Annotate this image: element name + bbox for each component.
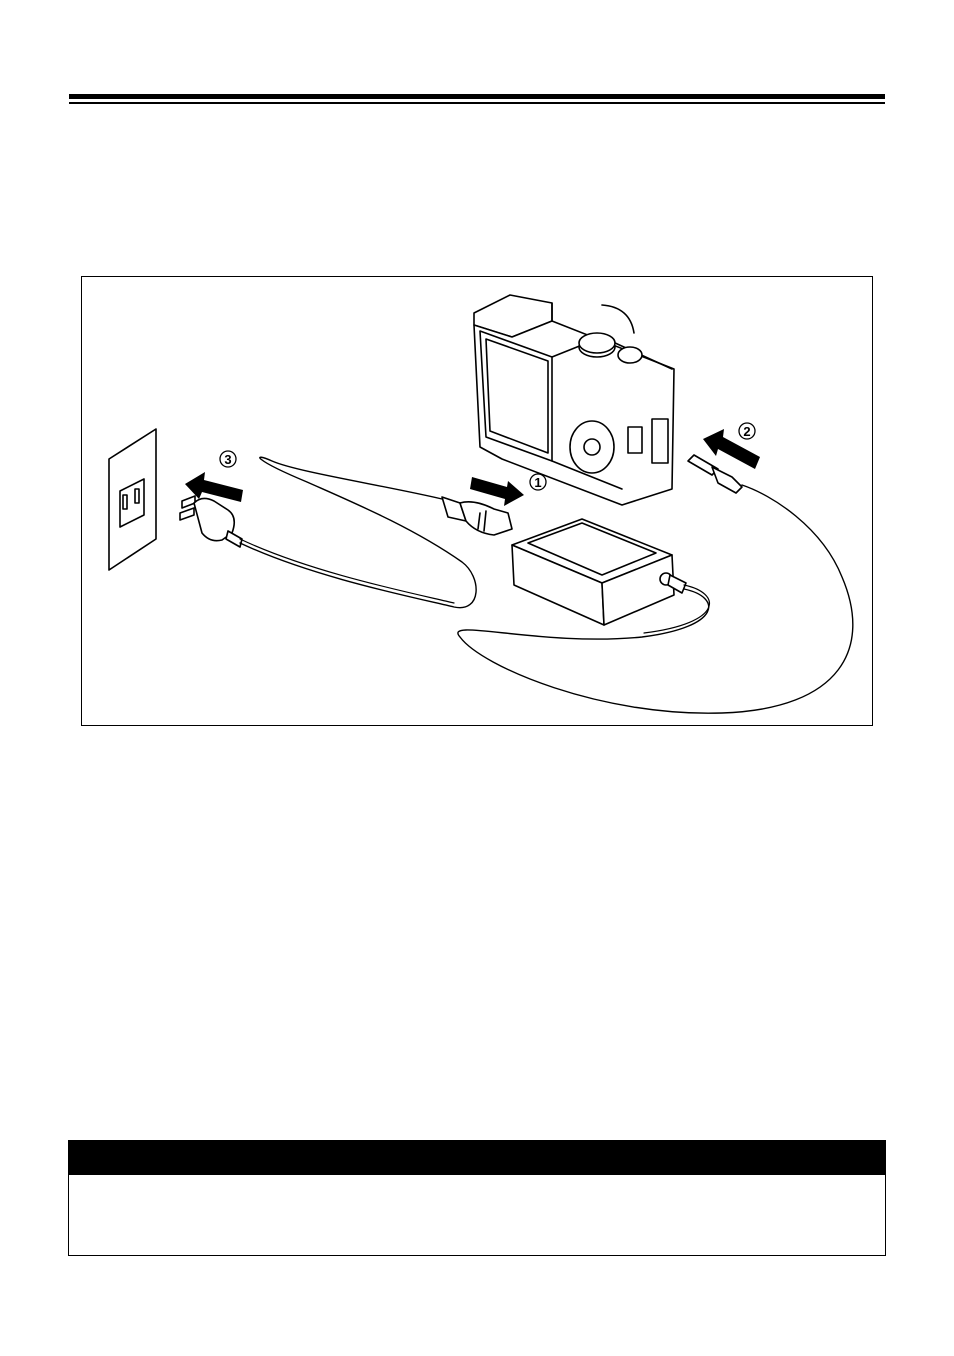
wall-outlet-icon (109, 429, 156, 570)
camera-icon (474, 295, 674, 505)
ac-adapter-icon (512, 519, 686, 625)
power-plug-icon (180, 496, 242, 547)
arrow-2-icon (703, 429, 760, 469)
mains-connector-icon (442, 497, 512, 535)
note-header (69, 1141, 885, 1175)
step-3-label: 3 (224, 452, 231, 467)
dc-plug-icon (688, 455, 742, 493)
connection-illustration: 3 1 2 (82, 277, 873, 726)
step-2-label: 2 (743, 424, 750, 439)
connection-figure: 3 1 2 (81, 276, 873, 726)
mains-cord (240, 457, 476, 607)
header-rule-thin (69, 102, 885, 104)
note-box (68, 1140, 886, 1256)
arrow-1-icon (470, 477, 524, 506)
header-rule-thick (69, 94, 885, 99)
step-1-label: 1 (534, 475, 541, 490)
